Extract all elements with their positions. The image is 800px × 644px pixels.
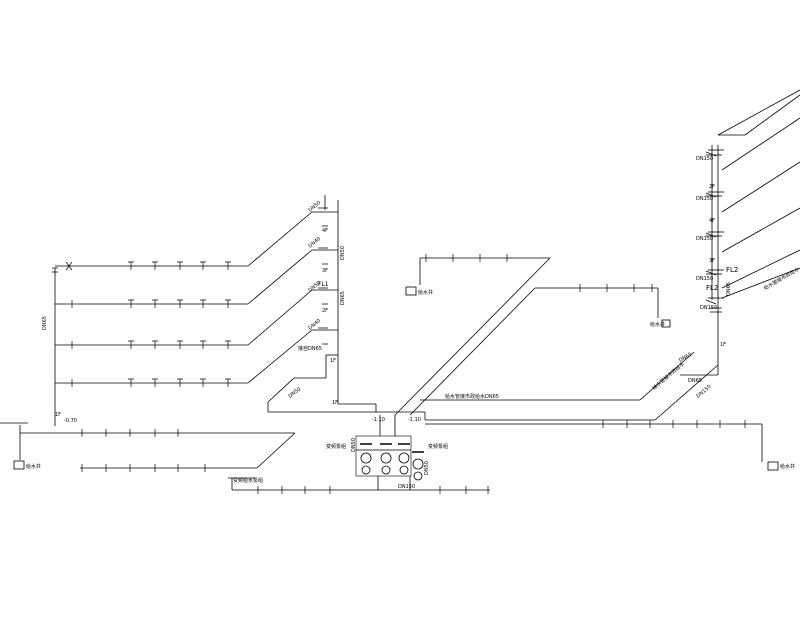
right-note-a: 给水管接市政给水	[763, 266, 800, 292]
right-riser-fl2-b: FL2	[706, 284, 718, 292]
left-elevation: -0.70	[64, 418, 77, 424]
right-dn-b: DN65	[688, 378, 702, 384]
mid-branch-dn-2: DN40	[307, 236, 322, 250]
pump-right-label: 变频泵组	[428, 443, 448, 450]
left-floor-1f: 1F	[55, 412, 61, 418]
right-riser-dn-4: DN150	[696, 276, 713, 282]
left-tank-icon	[14, 461, 24, 469]
right-note-b: 给水管接市政给水	[651, 360, 686, 391]
pump-bottom-dn: DN150	[398, 484, 415, 490]
pump-bottom-label: 变频给水泵组	[233, 477, 263, 484]
right-riser-4f: 4F	[709, 218, 715, 224]
left-riser-dn: DN65	[42, 316, 48, 330]
center-tank-icon	[406, 287, 416, 295]
mid-riser-1f: 1F	[330, 358, 336, 364]
right-riser-dn-3: DN150	[696, 236, 713, 242]
right-riser-fl2-a: FL2	[726, 266, 738, 274]
left-riser-system: DN65 1F -0.70 给水井	[0, 212, 312, 472]
mid-branch-dn-4: DN40	[307, 318, 322, 332]
mid-riser-1f-top: 1F	[332, 400, 338, 406]
right-riser-dn-2: DN150	[696, 196, 713, 202]
pump-icon-group	[360, 444, 424, 480]
mid-riser-dn-a: DN50	[340, 246, 346, 260]
mid-riser-2f: 2F	[322, 308, 328, 314]
right-riser-3f: 3F	[709, 258, 715, 264]
right-riser-dn-vert: DN65	[726, 282, 732, 296]
right-tank-label: 给水井	[650, 321, 665, 328]
main-pipe-dn: DN65	[485, 394, 499, 400]
right-riser-system: DN150 DN150 DN150 DN150 DN150 4F 3F 2F 1…	[425, 90, 800, 470]
mid-diag-dn: DN50	[288, 386, 303, 399]
pump-dn-right: DN50	[424, 461, 430, 475]
mid-riser-3f: 3F	[322, 268, 328, 274]
center-elevation-1: -1.10	[372, 417, 385, 423]
left-lower-fixtures	[82, 429, 205, 472]
mid-branch-dn-1: DN50	[307, 200, 322, 214]
mid-riser-4f: 4F	[322, 228, 328, 234]
right-riser-1f: 1F	[720, 342, 726, 348]
right-dn-a: DN65	[678, 352, 693, 364]
right-riser-2f: 2F	[709, 184, 715, 190]
center-main-system: 给水井 给水井 给水管接市政给水 DN65	[228, 254, 718, 494]
center-elevation-2: -1.10	[408, 417, 421, 423]
far-right-tank-icon	[768, 462, 778, 470]
center-tank-label: 给水井	[418, 289, 433, 296]
pump-left-label: 变频泵组	[326, 443, 346, 450]
right-dn-c: DN150	[695, 384, 712, 400]
far-right-tank-label: 给水井	[780, 463, 795, 470]
right-riser-dn-1: DN150	[696, 156, 713, 162]
mid-left-note: 接自DN65	[298, 345, 322, 352]
left-fixtures	[52, 262, 231, 387]
left-tank-label: 给水井	[26, 463, 41, 470]
mid-riser-system: 4F 3F 2F 1F 1F FL1 DN50 DN65 DN50 DN40 D…	[268, 195, 376, 412]
pump-dn-left: DN50	[351, 438, 357, 452]
right-riser-dn-5: DN150	[700, 305, 717, 311]
mid-riser-dn-b: DN65	[340, 291, 346, 305]
center-upper-fixtures	[426, 254, 652, 292]
main-pipe-note: 给水管接市政给水	[445, 393, 485, 400]
